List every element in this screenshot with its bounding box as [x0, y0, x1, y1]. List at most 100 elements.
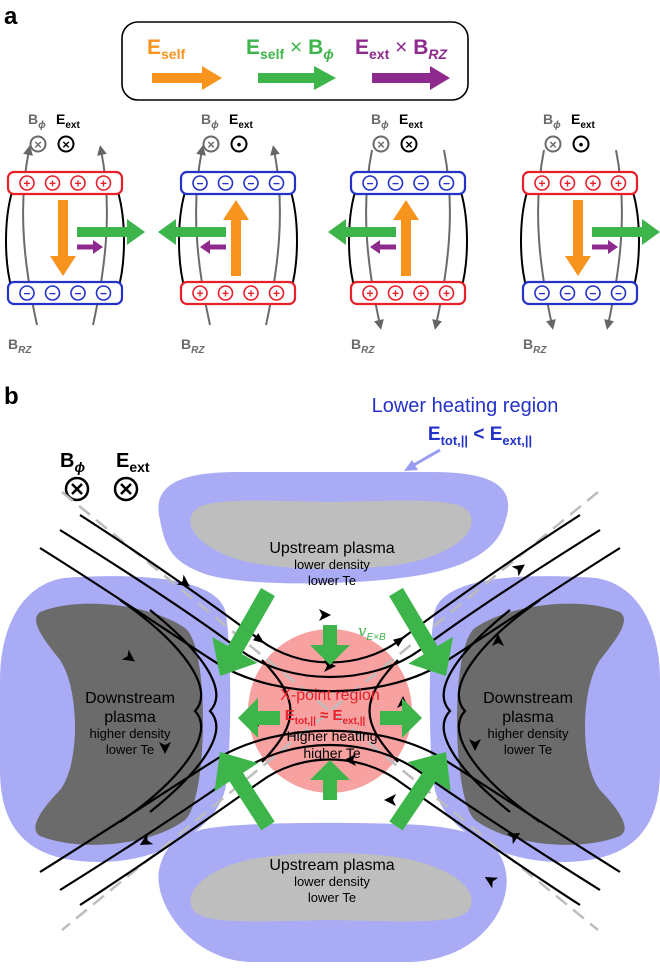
plus-charge-icon: [44, 175, 61, 191]
charge-sign: +: [23, 177, 30, 191]
b-phi-into-page-icon: [544, 135, 562, 153]
field-direction-arrowhead: [319, 609, 331, 621]
field-line-left-1: [149, 609, 218, 813]
into-page-mark: ×: [549, 137, 557, 152]
charge-sign: −: [589, 287, 596, 301]
field-line-top-3: [39, 547, 621, 693]
charge-sign: −: [443, 177, 450, 191]
b-phi-label: Bϕ: [28, 111, 46, 131]
charge-sign: +: [49, 177, 56, 191]
x-point-title: X-point region: [280, 687, 380, 704]
charge-sign: −: [366, 177, 373, 191]
e-ext-out-of-page-icon: [230, 135, 248, 153]
plus-charge-icon: [19, 175, 35, 191]
minus-charge-icon: [243, 175, 259, 191]
flux-tube-left-wall: [348, 191, 356, 291]
minus-charge-icon: [95, 285, 112, 301]
exb-flow-arrows: [212, 587, 453, 831]
e-ext-label: Eext: [56, 111, 80, 131]
minus-charge-icon: [19, 285, 35, 301]
minus-charge-icon: [387, 175, 404, 191]
lower-heating-pointer-head: [404, 460, 418, 471]
b-phi-label: Bϕ: [60, 450, 85, 475]
lower-heating-equation: Etot,|| < Eext,||: [428, 424, 532, 448]
exb-flow-arrow-bottom-left: [214, 752, 275, 831]
charge-sign: +: [589, 177, 596, 191]
out-of-page-mark: •: [579, 137, 584, 152]
panel-a-label: a: [4, 3, 18, 30]
x-point-region-circle: [248, 629, 412, 793]
b-phi-into-page-icon: [202, 135, 220, 153]
magnetic-field-lines: [39, 514, 621, 906]
legend-exb-label: Eself × Bϕ: [246, 36, 334, 62]
charge-sign: −: [23, 287, 30, 301]
v-exb-label: vE×B: [358, 622, 386, 643]
charge-sign: +: [273, 287, 280, 301]
charge-sign: +: [417, 287, 424, 301]
e-self-cross-b-phi-arrow: [77, 219, 145, 245]
b-rz-label: BRZ: [181, 336, 205, 356]
e-ext-out-of-page-icon: [572, 135, 590, 153]
downstream-plasma-right: [456, 603, 625, 845]
charge-sign: −: [49, 287, 56, 301]
into-page-mark: ×: [207, 137, 215, 152]
e-self-arrow: [393, 200, 419, 276]
e-self-cross-b-phi-arrow: [592, 219, 660, 245]
minus-charge-icon: [70, 285, 86, 301]
into-page-mark: ×: [405, 137, 413, 152]
e-ext-cross-b-rz-arrow: [370, 240, 396, 254]
charge-sign: +: [100, 177, 107, 191]
lower-heating-title: Lower heating region: [372, 395, 559, 417]
charge-sign: +: [538, 177, 545, 191]
top-charge-layer: [6, 170, 124, 196]
into-page-mark: ×: [62, 137, 70, 152]
b-rz-label: BRZ: [523, 336, 547, 356]
into-page-mark: ×: [377, 137, 385, 152]
top-charge-layer: [521, 170, 639, 196]
charge-sign: +: [366, 287, 373, 301]
b-phi-into-page-icon: [29, 135, 47, 153]
plus-charge-icon: [70, 175, 86, 191]
arrow-legend: Eself Eself × Bϕ Eext × BRZ: [121, 21, 469, 101]
field-line-xpoint-right: [368, 659, 399, 763]
bottom-charge-layer: [349, 280, 467, 306]
e-ext-label: Eext: [116, 450, 150, 475]
charge-sign: +: [615, 177, 622, 191]
x-point-equation: Etot,|| ≈ Eext,||: [285, 707, 366, 727]
e-ext-label: Eext: [571, 111, 595, 131]
downstream-plasma-left: [35, 603, 204, 845]
b-phi-into-page-icon: [64, 476, 90, 502]
e-self-cross-b-phi-arrow: [328, 219, 396, 245]
plus-charge-icon: [610, 175, 627, 191]
e-ext-cross-b-rz-arrow: [592, 240, 618, 254]
field-direction-arrowhead: [484, 877, 499, 889]
plus-charge-icon: [585, 175, 601, 191]
e-self-arrow: [565, 200, 591, 276]
upstream-plasma-bottom: [190, 853, 472, 922]
field-direction-arrowhead: [324, 660, 336, 672]
legend-e-self-label: Eself: [147, 36, 185, 62]
field-direction-arrowhead: [492, 634, 504, 646]
field-direction-arrowhead: [176, 574, 190, 587]
field-direction-arrowhead: [159, 742, 171, 754]
field-line-top-2: [59, 529, 601, 678]
field-line-right-1: [442, 609, 511, 813]
legend-ext-label: Eext × BRZ: [355, 36, 447, 62]
flux-tube-right-wall: [290, 191, 298, 291]
field-direction-arrowhead: [511, 564, 525, 577]
b-phi-label: Bϕ: [371, 111, 389, 131]
field-line-bottom-2: [59, 744, 601, 891]
flux-tube-right-wall: [117, 191, 125, 291]
field-line-bottom-3: [39, 729, 621, 873]
plasma-regions: [35, 500, 625, 922]
field-direction-arrowhead: [384, 794, 396, 806]
plus-charge-icon: [268, 285, 285, 301]
e-ext-into-page-icon: [57, 135, 75, 153]
plus-charge-icon: [217, 285, 234, 301]
b-rz-label: BRZ: [8, 336, 32, 356]
